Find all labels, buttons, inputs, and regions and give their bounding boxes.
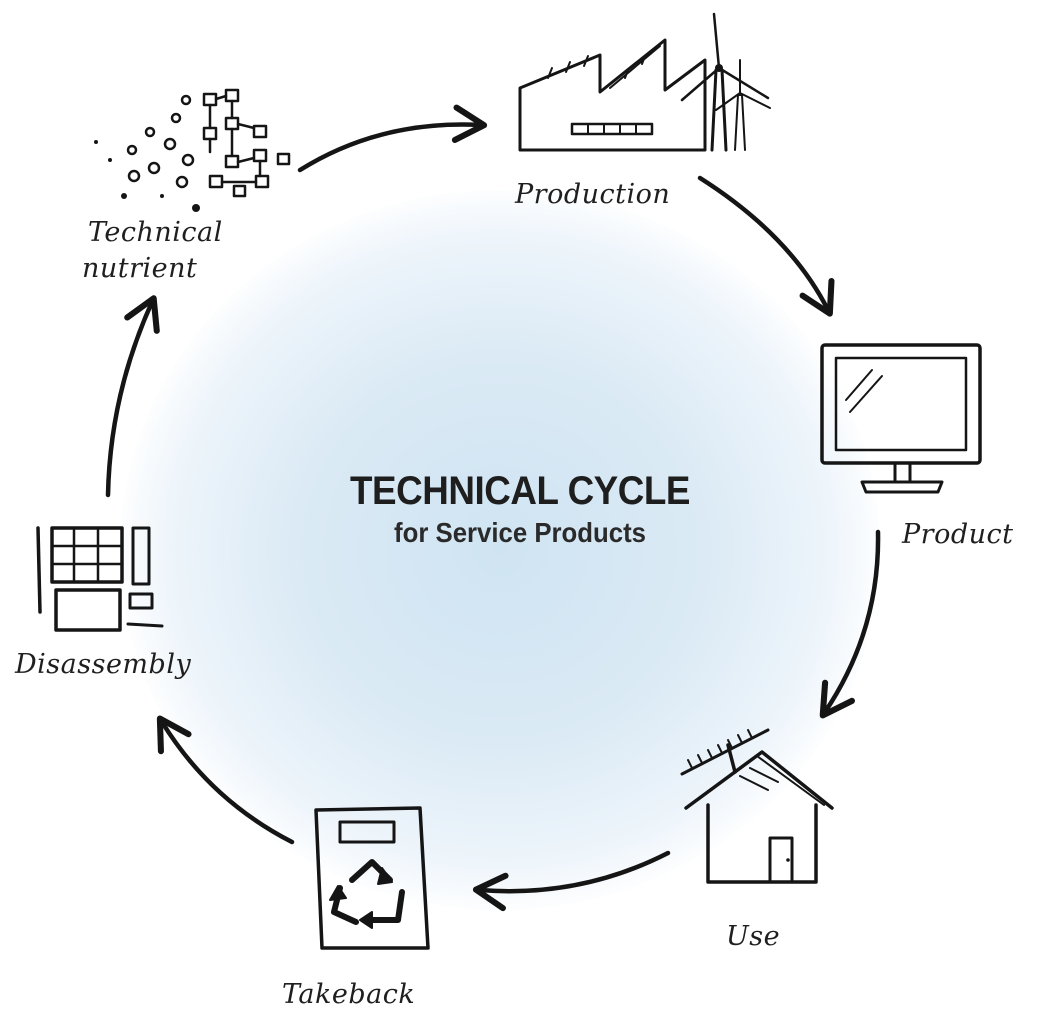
arrow-production-to-product xyxy=(697,175,835,317)
factory-wind-turbine-icon xyxy=(518,12,771,152)
molecules-icon xyxy=(94,88,291,212)
diagram-title: TECHNICAL CYCLE xyxy=(350,469,690,513)
label-use: Use xyxy=(726,921,781,952)
arrow-product-to-use xyxy=(819,529,881,719)
label-production: Production xyxy=(515,179,671,210)
monitor-icon xyxy=(820,343,982,494)
diagram-subtitle: for Service Products xyxy=(394,517,646,548)
arrow-takeback-to-disassembly xyxy=(156,715,295,845)
arrow-nutrient-to-production xyxy=(297,104,488,173)
label-takeback: Takeback xyxy=(282,979,416,1010)
recycle-bin-icon xyxy=(314,806,430,950)
label-technical-nutrient-line2: nutrient xyxy=(82,253,198,284)
label-product: Product xyxy=(902,519,1014,550)
house-antenna-icon xyxy=(680,728,834,884)
disassembled-parts-icon xyxy=(36,526,164,632)
center-title-block: TECHNICAL CYCLE for Service Products xyxy=(250,468,790,550)
label-technical-nutrient-line1: Technical xyxy=(88,217,223,248)
background-glow xyxy=(120,190,880,910)
arrow-disassembly-to-nutrient xyxy=(105,295,160,498)
label-disassembly: Disassembly xyxy=(15,649,192,680)
arrow-use-to-takeback xyxy=(472,850,671,912)
